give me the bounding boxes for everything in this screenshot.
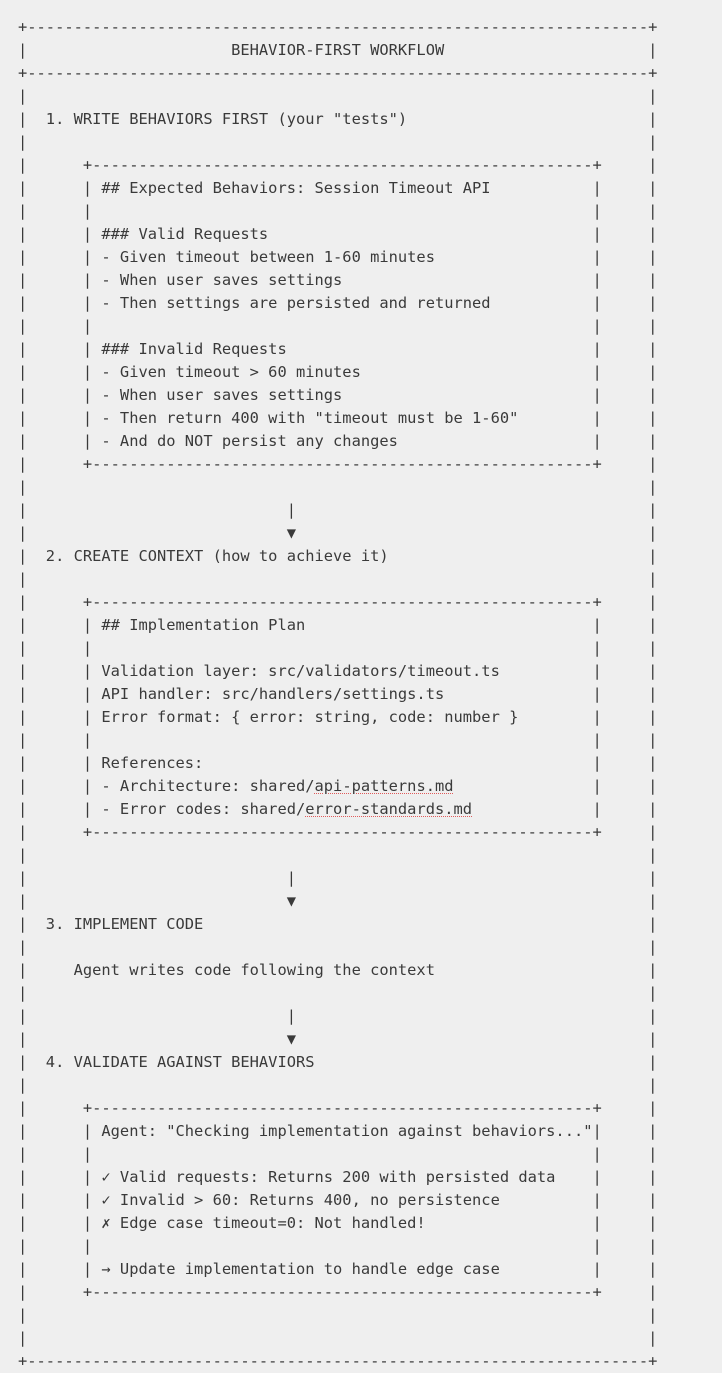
diagram-canvas: +---------------------------------------… (18, 18, 658, 1370)
ascii-diagram: +---------------------------------------… (18, 18, 658, 1370)
